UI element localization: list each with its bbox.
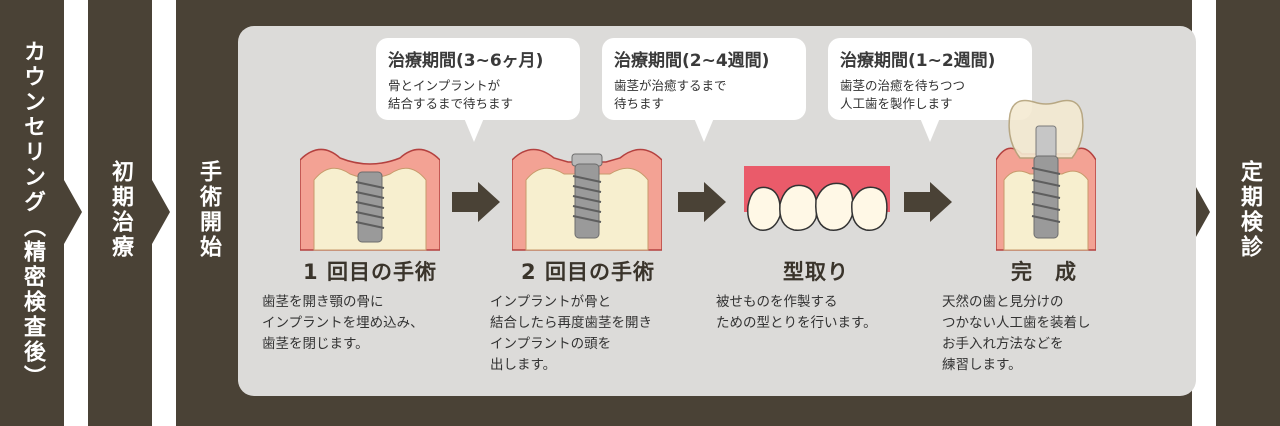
step-title-first-surgery: 1 回目の手術	[303, 260, 437, 284]
column-counseling	[0, 0, 64, 426]
duration-bubble-3: 治療期間(1~2週間) 歯茎の治癒を待ちつつ 人工歯を製作します	[828, 38, 1032, 142]
step-desc-second-surgery: インプラントが骨と 結合したら再度歯茎を開き インプラントの頭を 出します。	[490, 294, 652, 373]
column-initial-treatment	[88, 0, 152, 426]
step-title-impression: 型取り	[783, 260, 849, 284]
step-desc-first-surgery: 歯茎を開き顎の骨に インプラントを埋め込み、 歯茎を閉じます。	[262, 294, 424, 352]
arrow-right-icon	[452, 182, 500, 222]
chevron-right-icon	[152, 180, 170, 244]
duration-bubble-1: 治療期間(3~6ヶ月) 骨とインプラントが 結合するまで待ちます	[376, 38, 580, 142]
surgery-start-label: 手術開始	[196, 160, 221, 260]
step-title-complete: 完 成	[1011, 260, 1077, 284]
teeth-impression-illustration	[744, 166, 890, 231]
implant-first-surgery-illustration	[300, 148, 440, 251]
completed-crown-illustration	[996, 99, 1096, 251]
initial-treatment-label: 初期治療	[108, 160, 133, 260]
implant-second-surgery-illustration	[512, 148, 662, 251]
bubble-title: 治療期間(3~6ヶ月)	[388, 51, 544, 71]
step-desc-complete: 天然の歯と見分けの つかない人工歯を装着し お手入れ方法などを 練習します。	[942, 294, 1091, 373]
arrow-right-icon	[678, 182, 726, 222]
checkup-label: 定期検診	[1237, 160, 1262, 260]
bubble-title: 治療期間(2~4週間)	[614, 51, 770, 71]
chevron-right-icon	[1192, 180, 1210, 244]
duration-bubble-2: 治療期間(2~4週間) 歯茎が治癒するまで 待ちます	[602, 38, 806, 142]
bubble-text: 歯茎の治癒を待ちつつ 人工歯を製作します	[840, 78, 966, 111]
chevron-right-icon	[64, 180, 82, 244]
step-desc-impression: 被せものを作製する ための型とりを行います。	[716, 294, 877, 331]
counseling-label: カウンセリング（精密検査後）	[20, 40, 45, 390]
bubble-title: 治療期間(1~2週間)	[840, 51, 996, 71]
bubble-text: 歯茎が治癒するまで 待ちます	[614, 78, 727, 111]
step-title-second-surgery: 2 回目の手術	[521, 260, 655, 284]
column-checkup	[1216, 0, 1280, 426]
arrow-right-icon	[904, 182, 952, 222]
bubble-text: 骨とインプラントが 結合するまで待ちます	[388, 78, 514, 111]
